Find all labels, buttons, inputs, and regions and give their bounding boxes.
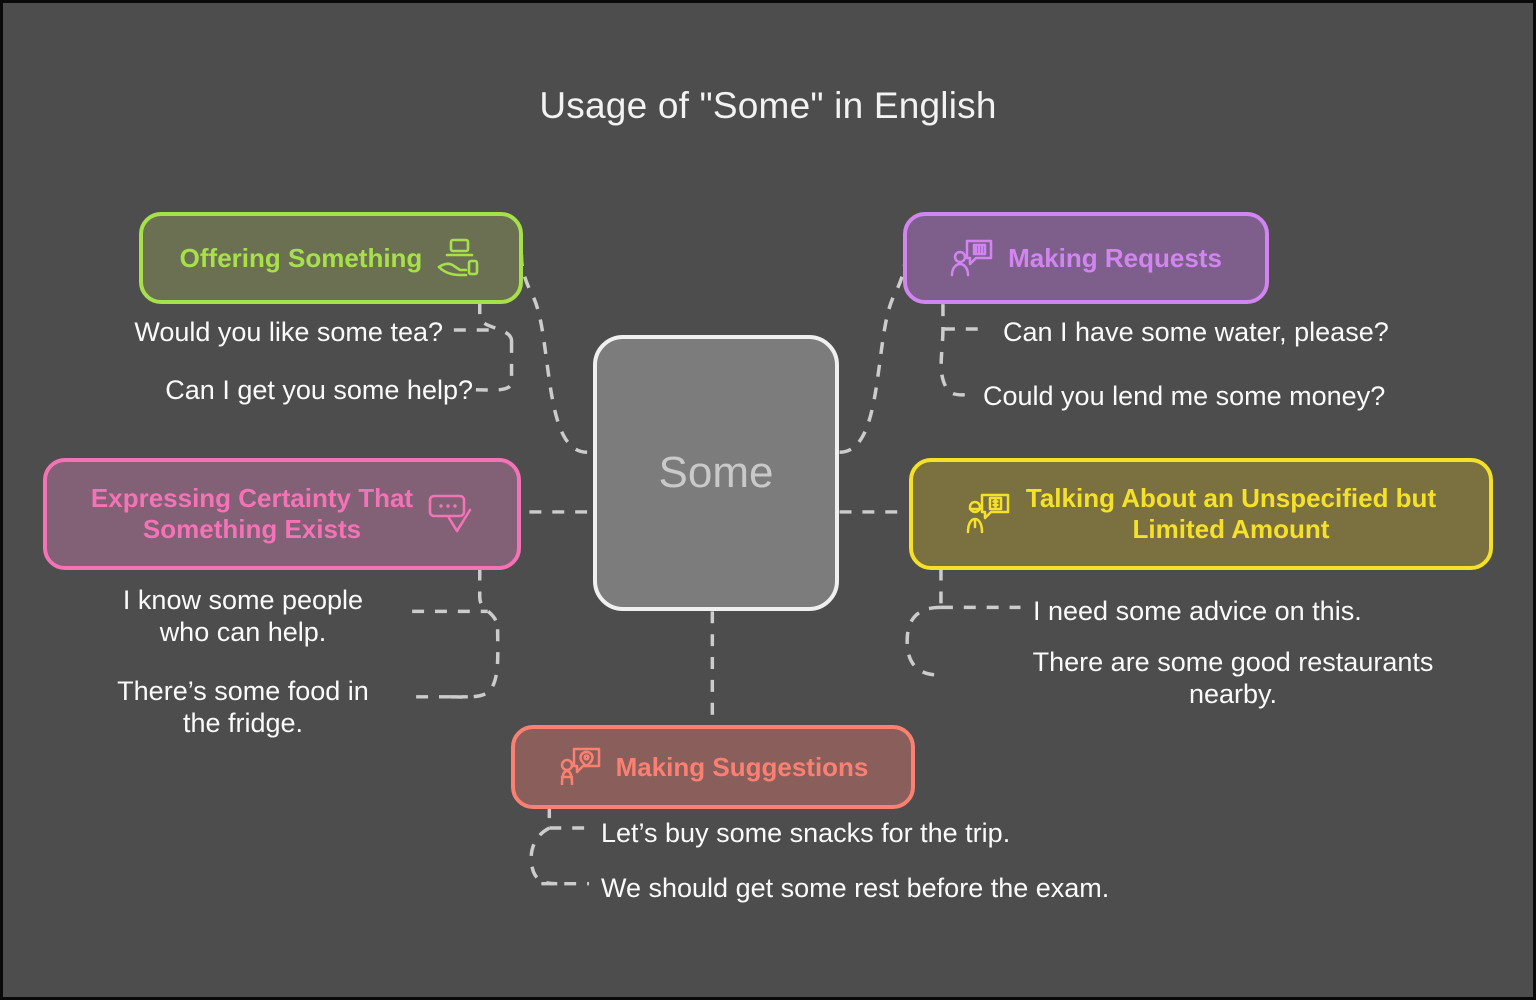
branch-node-amount[interactable]: Talking About an Unspecified but Limited… <box>909 458 1493 570</box>
example-offering-2: Can I get you some help? <box>165 375 473 405</box>
person-request-bubble-icon <box>950 239 993 277</box>
connector-offering-ex2 <box>471 340 514 392</box>
person-money-bubble-icon <box>966 493 1010 534</box>
branch-label-amount: Talking About an Unspecified but Limited… <box>1025 483 1437 544</box>
branch-label-requests: Making Requests <box>1008 242 1222 273</box>
example-certainty-2: There’s some food in the fridge. <box>117 676 369 739</box>
example-requests-1: Can I have some water, please? <box>1003 317 1389 347</box>
example-suggestions-1: Let’s buy some snacks for the trip. <box>601 818 1011 848</box>
branch-label-offering: Offering Something <box>179 242 423 273</box>
branch-node-suggestions[interactable]: Making Suggestions <box>511 725 915 809</box>
example-amount-1: I need some advice on this. <box>1033 596 1362 626</box>
example-requests-2: Could you lend me some money? <box>983 381 1386 411</box>
connector-suggestions-ex2 <box>529 826 558 886</box>
chat-check-icon <box>428 494 472 533</box>
example-amount-2: There are some good restaurants nearby. <box>1032 647 1434 710</box>
page-title: Usage of "Some" in English <box>539 85 997 126</box>
connector-requests-ex2 <box>939 329 971 397</box>
branch-label-certainty: Expressing Certainty That Something Exis… <box>90 483 414 544</box>
connector-amount-ex2 <box>905 605 942 677</box>
connector-certainty-ex1 <box>478 568 500 630</box>
hand-offering-icon <box>438 238 479 277</box>
center-node-some[interactable]: Some <box>593 335 839 611</box>
connector-offering-ex1 <box>478 302 514 342</box>
person-pin-bubble-icon <box>560 747 600 786</box>
branch-node-requests[interactable]: Making Requests <box>903 212 1269 304</box>
example-offering-1: Would you like some tea? <box>134 317 443 347</box>
branch-label-suggestions: Making Suggestions <box>615 751 869 782</box>
example-suggestions-2: We should get some rest before the exam. <box>601 873 1110 903</box>
connector-certainty-ex2 <box>445 629 500 699</box>
example-certainty-1: I know some people who can help. <box>122 585 364 648</box>
connector-center-offering <box>519 254 588 455</box>
connector-center-requests <box>839 254 907 455</box>
branch-node-certainty[interactable]: Expressing Certainty That Something Exis… <box>43 458 521 570</box>
center-node-label: Some <box>658 448 774 497</box>
branch-node-offering[interactable]: Offering Something <box>139 212 523 304</box>
